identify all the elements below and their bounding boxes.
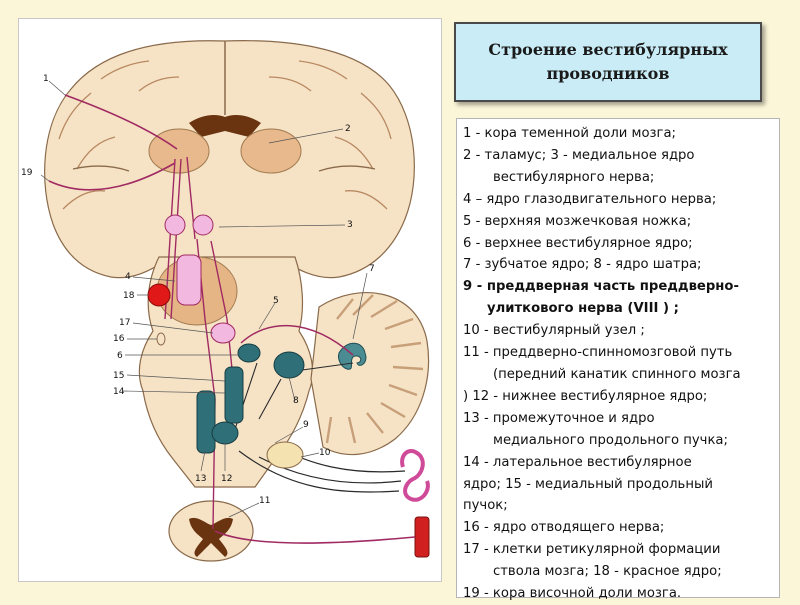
legend-item-15-cont: пучок;	[463, 498, 508, 514]
legend-item-13-cont: медиального продольного пучка;	[493, 432, 728, 448]
lateral-vestibular-nucleus	[224, 366, 244, 424]
label-9: 9	[303, 420, 309, 430]
label-4: 4	[125, 272, 131, 282]
label-15: 15	[113, 371, 124, 381]
legend-item-11: 11 - преддверно-спинномозговой путь	[463, 345, 733, 361]
lateral-fissure-left	[72, 165, 130, 172]
grey-matter	[189, 517, 233, 557]
vestibular-ganglion	[266, 441, 304, 469]
legend: 1 - кора теменной доли мозга; 2 - таламу…	[456, 118, 780, 601]
label-12: 12	[221, 474, 232, 484]
label-17: 17	[119, 318, 130, 328]
label-leader-lines	[40, 80, 368, 518]
title-box: Строение вестибулярных проводников	[454, 22, 762, 102]
cortical-projection-19	[48, 162, 176, 191]
cerebrum-section	[44, 40, 415, 279]
cerebellar-folia	[325, 294, 424, 444]
inferior-vestibular-nucleus	[211, 421, 239, 445]
label-13: 13	[195, 474, 206, 484]
label-5: 5	[273, 296, 279, 306]
label-14: 14	[113, 387, 125, 397]
legend-item-16: 16 - ядро отводящего нерва;	[463, 520, 665, 536]
legend-item-3-cont: вестибулярного нерва;	[493, 169, 655, 185]
label-1: 1	[43, 74, 49, 84]
legend-item-13: 13 - промежуточное и ядро	[463, 410, 655, 426]
legend-item-11-cont: (передний канатик спинного мозга	[493, 366, 741, 382]
legend-item-17: 17 - клетки ретикулярной формации	[463, 542, 721, 558]
lateral-fissure-right	[318, 165, 376, 172]
legend-item-15: ядро; 15 - медиальный продольный	[463, 476, 713, 492]
cortex-gyri	[58, 60, 392, 210]
legend-item-12: ) 12 - нижнее вестибулярное ядро;	[463, 388, 708, 404]
superior-vestibular-nucleus	[237, 343, 261, 363]
legend-item-1: 1 - кора теменной доли мозга;	[463, 126, 677, 141]
legend-item-19: 19 - кора височной доли мозга.	[463, 586, 682, 602]
red-nucleus	[147, 283, 171, 307]
thalamus-right	[240, 128, 302, 174]
muscle	[414, 516, 430, 558]
figure-panel: 1 2 19 3 4 18 7 5 17 16 6 15 14 8 9 10 1…	[18, 18, 442, 582]
legend-item-18: ствола мозга; 18 - красное ядро;	[493, 564, 722, 580]
label-8: 8	[293, 396, 299, 406]
vestibular-pathway-diagram: 1 2 19 3 4 18 7 5 17 16 6 15 14 8 9 10 1…	[21, 40, 430, 562]
label-10: 10	[319, 448, 331, 458]
cortical-projection-1	[64, 94, 178, 150]
label-7: 7	[369, 264, 375, 274]
reticular-cells	[210, 322, 236, 344]
label-3: 3	[347, 220, 353, 230]
page-title: Строение вестибулярных проводников	[488, 40, 728, 83]
legend-item-4: 4 – ядро глазодвигательного нерва;	[463, 191, 717, 207]
legend-item-14: 14 - латеральное вестибулярное	[463, 454, 692, 470]
label-2: 2	[345, 124, 351, 134]
cerebellar-peduncle	[240, 325, 354, 356]
lateral-ventricle	[189, 115, 261, 137]
legend-item-6: 6 - верхнее вестибулярное ядро;	[463, 235, 693, 251]
legend-item-7: 7 - зубчатое ядро; 8 - ядро шатра;	[463, 257, 702, 273]
thalamus-left	[148, 128, 210, 174]
medial-vestibular-nucleus-right	[192, 214, 214, 236]
dentate-nucleus	[338, 342, 367, 370]
inner-ear	[400, 448, 430, 502]
medial-vestibular-nucleus-left	[164, 214, 186, 236]
label-6: 6	[117, 351, 123, 361]
spinal-motor-fibre	[214, 530, 416, 544]
legend-item-10: 10 - вестибулярный узел ;	[463, 323, 645, 339]
label-11: 11	[259, 496, 270, 506]
fastigial-nucleus	[273, 351, 305, 379]
label-19: 19	[21, 168, 33, 178]
oculomotor-nucleus	[176, 254, 202, 306]
intermediate-nucleus	[196, 390, 216, 454]
legend-item-5: 5 - верхняя мозжечковая ножка;	[463, 213, 692, 229]
label-16: 16	[113, 334, 125, 344]
label-18: 18	[123, 291, 135, 301]
legend-item-9: 9 - преддверная часть преддверно-	[463, 279, 739, 295]
legend-item-2: 2 - таламус; 3 - медиальное ядро	[463, 147, 695, 163]
legend-item-9-cont: улиткового нерва (VIII ) ;	[487, 301, 679, 317]
